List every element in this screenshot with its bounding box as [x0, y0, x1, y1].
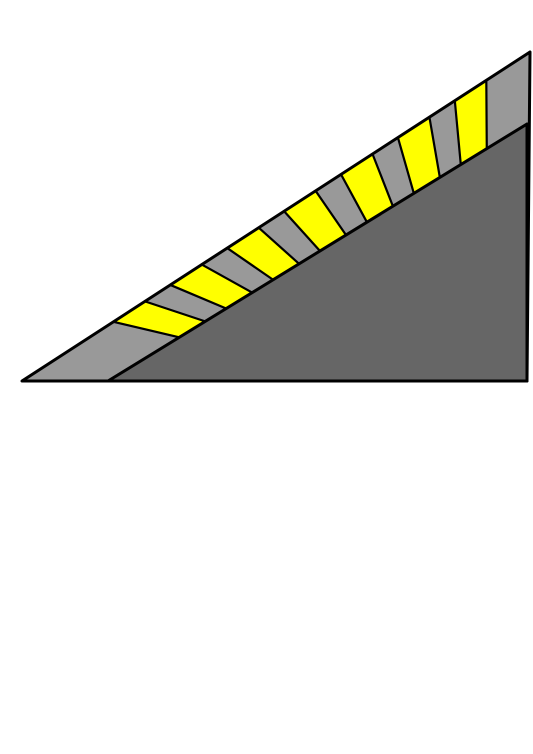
ramp-outline — [20, 50, 532, 383]
ramp-body — [106, 122, 529, 383]
ramp-group — [20, 50, 532, 383]
